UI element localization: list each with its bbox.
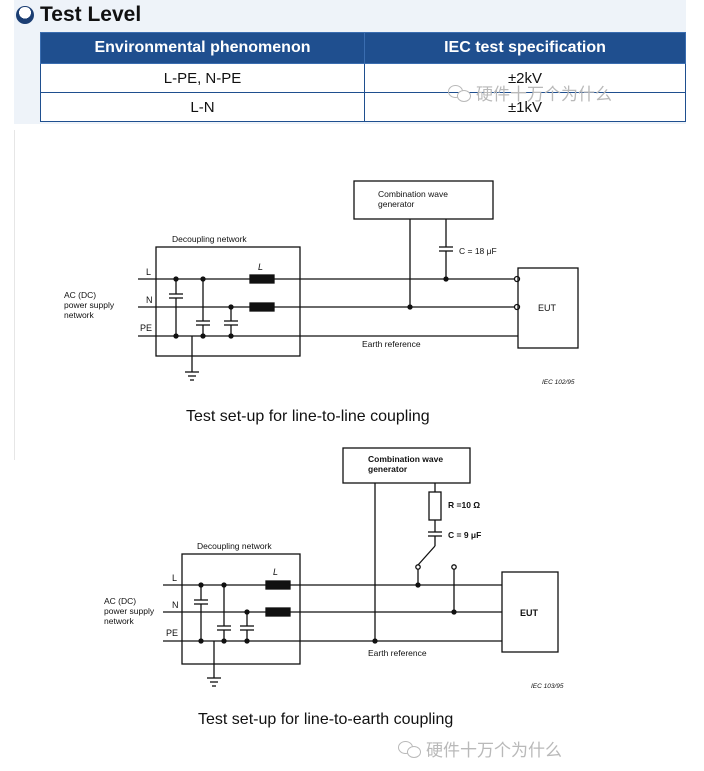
cell-phenomenon: L-N [40, 92, 365, 122]
line-label-pe: PE [140, 323, 152, 333]
source-label-2: power supply [104, 606, 155, 616]
table-row: L-PE, N-PE ±2kV [40, 63, 686, 93]
source-label-3: network [104, 616, 135, 626]
diagram-caption-line-to-line: Test set-up for line-to-line coupling [186, 408, 430, 425]
watermark: 硬件十万个为什么 [398, 736, 562, 761]
table-row: L-N ±1kV [40, 92, 686, 122]
inductor-l [249, 274, 275, 284]
source-label-1: AC (DC) [104, 596, 136, 606]
eut-box [517, 267, 579, 349]
diagram-area [14, 130, 687, 460]
line-label-l: L [146, 267, 151, 277]
inductor-n [265, 607, 291, 617]
watermark-text: 硬件十万个为什么 [476, 85, 612, 104]
generator-label-1: Combination wave [368, 454, 443, 464]
wechat-icon [448, 84, 472, 102]
capacitor-label: C = 18 μF [459, 246, 497, 256]
generator-box [342, 447, 471, 484]
line-label-n: N [172, 600, 179, 610]
eut-box [501, 571, 559, 653]
generator-label-2: generator [368, 464, 408, 474]
column-header-specification: IEC test specification [364, 32, 686, 64]
cell-specification: ±1kV [364, 92, 686, 122]
generator-label-2: generator [378, 199, 415, 209]
figure-reference: IEC 102/95 [542, 379, 575, 386]
inductor-label: L [273, 567, 278, 577]
line-label-l: L [172, 573, 177, 583]
inductor-n [249, 302, 275, 312]
line-label-n: N [146, 295, 153, 305]
column-header-phenomenon: Environmental phenomenon [40, 32, 365, 64]
page-title: Test Level [40, 3, 142, 26]
cell-specification: ±2kV [364, 63, 686, 93]
earth-reference-label: Earth reference [362, 339, 421, 349]
inductor-l [265, 580, 291, 590]
generator-label-1: Combination wave [378, 189, 448, 199]
watermark-text: 硬件十万个为什么 [426, 741, 562, 760]
wechat-icon [398, 740, 422, 758]
earth-reference-label: Earth reference [368, 648, 427, 658]
decoupling-network-label: Decoupling network [172, 234, 247, 244]
eut-label: EUT [538, 303, 557, 313]
decoupling-network-box [181, 553, 301, 665]
resistor-label: R =10 Ω [448, 500, 480, 510]
test-level-table: Environmental phenomenon IEC test specif… [40, 32, 686, 122]
inductor-label: L [258, 262, 263, 272]
test-level-heading: Test Level [16, 2, 141, 28]
source-label-2: power supply [64, 300, 115, 310]
watermark: 硬件十万个为什么 [448, 80, 612, 105]
decoupling-network-box [155, 246, 301, 357]
diagram-caption-line-to-earth: Test set-up for line-to-earth coupling [198, 711, 454, 728]
cell-phenomenon: L-PE, N-PE [40, 63, 365, 93]
decoupling-network-label: Decoupling network [197, 541, 272, 551]
source-label-3: network [64, 310, 95, 320]
resistor [428, 491, 442, 521]
table-header-row: Environmental phenomenon IEC test specif… [40, 32, 686, 64]
figure-reference: IEC 103/95 [531, 683, 564, 690]
source-label-1: AC (DC) [64, 290, 96, 300]
line-label-pe: PE [166, 628, 178, 638]
eut-label: EUT [520, 608, 539, 618]
generator-box [353, 180, 494, 220]
capacitor-label: C = 9 μF [448, 530, 481, 540]
bullet-icon [16, 6, 34, 24]
